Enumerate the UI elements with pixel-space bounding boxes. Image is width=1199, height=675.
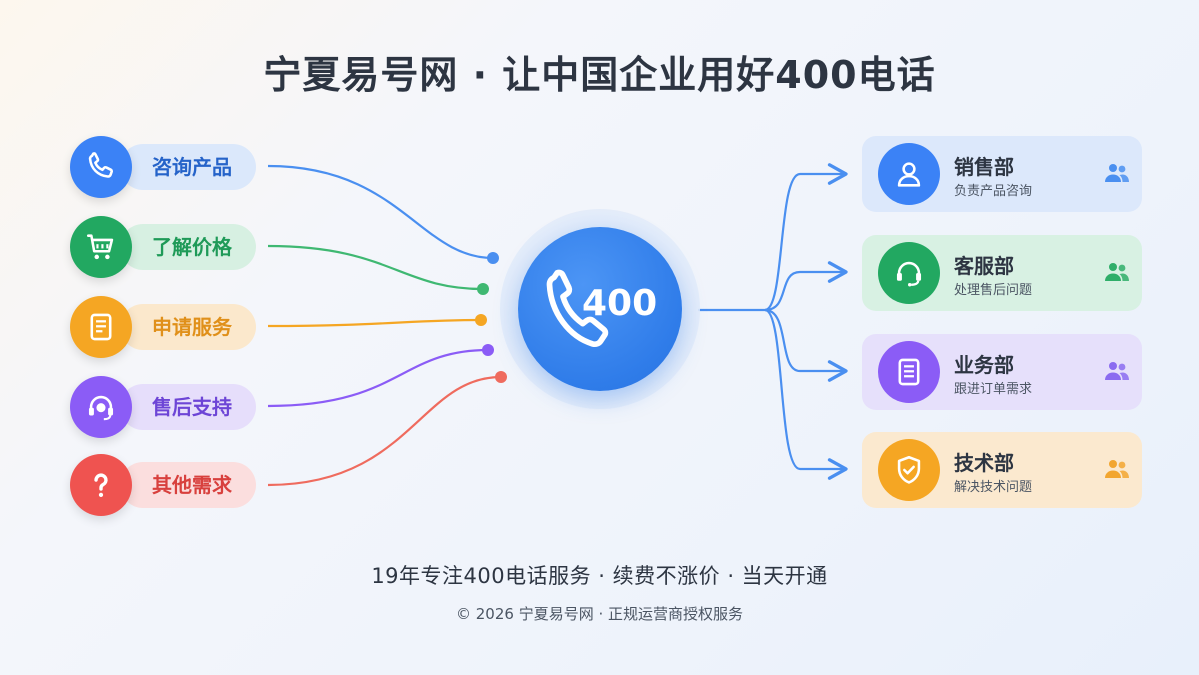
copyright: © 2026 宁夏易号网 · 正规运营商授权服务 xyxy=(455,605,744,623)
dept-tech[interactable]: 技术部 解决技术问题 xyxy=(862,432,1142,508)
people-icon xyxy=(1105,164,1129,182)
link-other-dot xyxy=(495,371,507,383)
dept-business-name: 业务部 xyxy=(954,353,1014,377)
dept-service[interactable]: 客服部 处理售后问题 xyxy=(862,235,1142,311)
input-consult-label: 咨询产品 xyxy=(120,144,256,190)
shield-check-icon xyxy=(878,439,940,501)
headset-icon xyxy=(878,242,940,304)
input-other[interactable]: 其他需求 xyxy=(70,454,270,516)
page-title: 宁夏易号网 · 让中国企业用好400电话 xyxy=(263,53,936,97)
link-price-dot xyxy=(477,283,489,295)
branch-service xyxy=(764,261,848,312)
input-apply-label: 申请服务 xyxy=(120,304,256,350)
link-consult xyxy=(267,164,494,260)
input-support-label: 售后支持 xyxy=(120,384,256,430)
branch-sales xyxy=(764,163,848,312)
branch-business xyxy=(764,308,848,382)
dept-tech-desc: 解决技术问题 xyxy=(954,480,1033,495)
headset-icon xyxy=(70,376,132,438)
user-icon xyxy=(878,143,940,205)
hub-label: 400 xyxy=(582,283,658,324)
dept-sales-name: 销售部 xyxy=(954,155,1014,179)
document-icon xyxy=(70,296,132,358)
link-apply-dot xyxy=(475,314,487,326)
input-support[interactable]: 售后支持 xyxy=(70,376,270,438)
link-price xyxy=(267,244,484,291)
clipboard-icon xyxy=(878,341,940,403)
dept-sales[interactable]: 销售部 负责产品咨询 xyxy=(862,136,1142,212)
hub-400[interactable]: 400 xyxy=(518,227,682,391)
question-icon xyxy=(70,454,132,516)
link-consult-dot xyxy=(487,252,499,264)
dept-sales-desc: 负责产品咨询 xyxy=(954,184,1033,199)
people-icon xyxy=(1105,263,1129,281)
input-price[interactable]: 了解价格 xyxy=(70,216,270,278)
link-support xyxy=(267,348,489,408)
input-apply[interactable]: 申请服务 xyxy=(70,296,270,358)
dept-service-desc: 处理售后问题 xyxy=(954,283,1033,298)
people-icon xyxy=(1105,460,1129,478)
input-price-label: 了解价格 xyxy=(120,224,256,270)
dept-business-desc: 跟进订单需求 xyxy=(954,382,1033,397)
phone-icon xyxy=(546,269,609,348)
dept-tech-name: 技术部 xyxy=(954,451,1014,475)
link-other xyxy=(267,375,502,487)
phone-icon xyxy=(70,136,132,198)
dept-service-name: 客服部 xyxy=(954,254,1014,278)
input-other-label: 其他需求 xyxy=(120,462,256,508)
link-support-dot xyxy=(482,344,494,356)
dept-business[interactable]: 业务部 跟进订单需求 xyxy=(862,334,1142,410)
branch-tech xyxy=(764,308,848,480)
cart-icon xyxy=(70,216,132,278)
people-icon xyxy=(1105,362,1129,380)
slogan: 19年专注400电话服务 · 续费不涨价 · 当天开通 xyxy=(371,564,828,588)
link-apply xyxy=(267,318,482,328)
input-consult[interactable]: 咨询产品 xyxy=(70,136,270,198)
